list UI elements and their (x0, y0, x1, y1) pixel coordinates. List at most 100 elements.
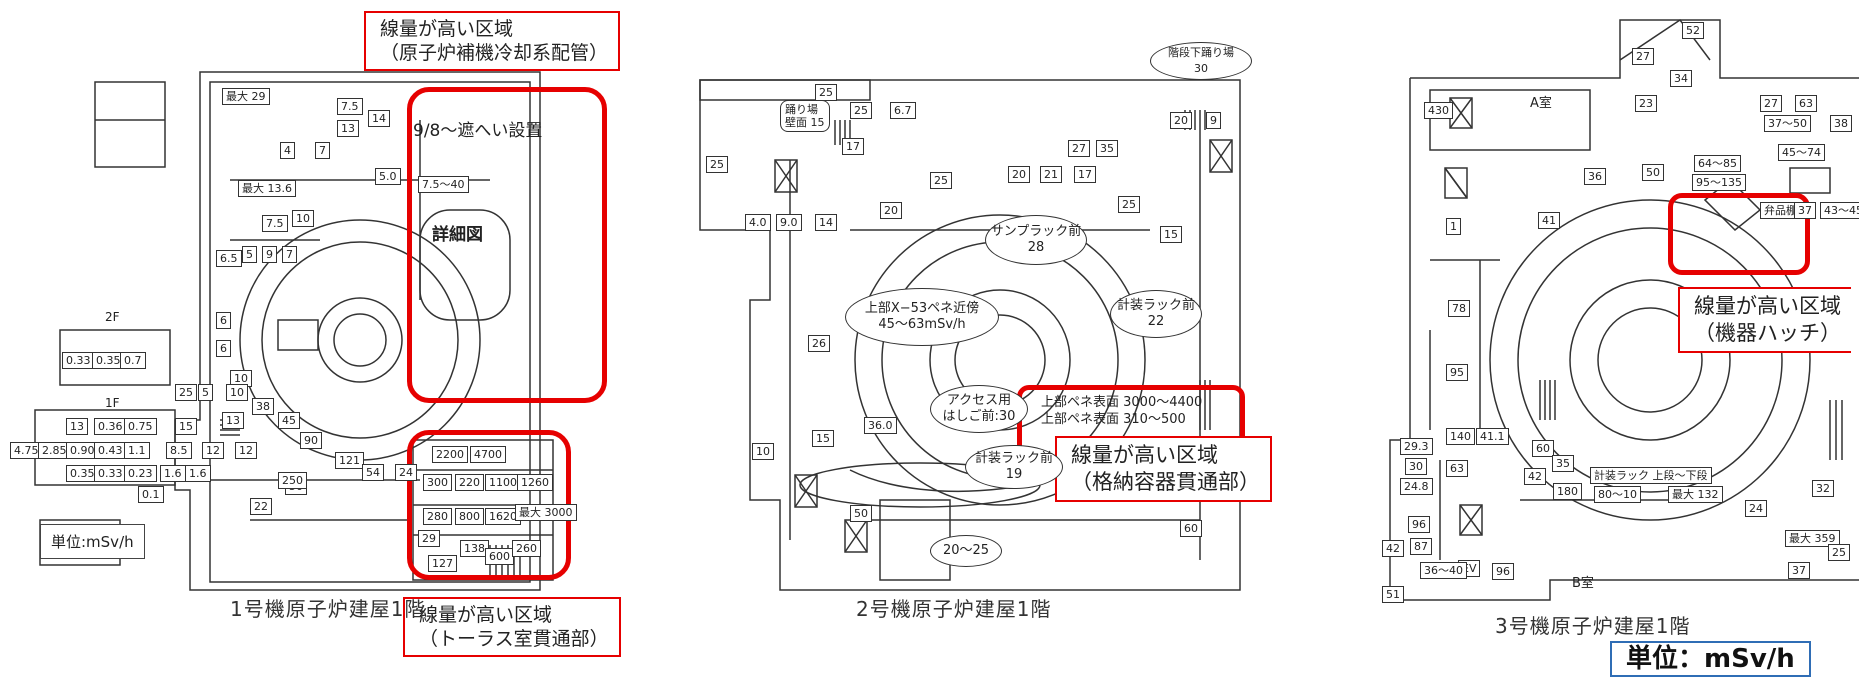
u1-dose-value: 7.5 (337, 98, 363, 115)
u1-dose-value: 5 (242, 246, 257, 263)
u3-instr-rack: 計装ラック 上段～下段 (1590, 467, 1712, 484)
u1-dose-value: 6 (216, 312, 231, 329)
u3-dose-value: 41 (1538, 212, 1560, 229)
u1-1f-cell: 0.23 (124, 465, 157, 482)
u1-torus-value: 600 (485, 548, 514, 565)
u1-1f-cell: 0.75 (124, 418, 157, 435)
u1-1f-cell: 4.75 (10, 442, 43, 459)
u2-penetration-surface: 上部ペネ表面 3000～4400 上部ペネ表面 310～500 (1035, 391, 1208, 431)
value: 22 (1147, 314, 1165, 329)
u1-1f-cell: 0.90 (66, 442, 99, 459)
u1-dose-value: 38 (252, 398, 274, 415)
u1-dose-value: 1.6 (160, 465, 186, 482)
u1-dose-value: 14 (368, 110, 390, 127)
u1-dose-value: 7.5～40 (418, 176, 469, 193)
u3-dose-value: 60 (1532, 440, 1554, 457)
u1-torus-value: 4700 (470, 446, 506, 463)
label: 計装ラック前 (1116, 298, 1195, 313)
u2-instr-rack-2: 計装ラック前 19 (965, 445, 1063, 489)
u3-dose-value: 24.8 (1400, 478, 1433, 495)
u1-detail-label: 詳細図 (432, 225, 483, 245)
u1-dose-value: 6 (216, 340, 231, 357)
u3-dose-value: 41.1 (1476, 428, 1509, 445)
u1-dose-value: 90 (300, 432, 322, 449)
u2-dose-value: 14 (815, 214, 837, 231)
callout-u1-piping: 線量が高い区域 （原子炉補機冷却系配管） (364, 11, 621, 71)
u2-caption: 2号機原子炉建屋1階 (856, 597, 1052, 621)
u3-dose-value: 37～50 (1764, 115, 1811, 132)
u3-dose-value: 430 (1424, 102, 1453, 119)
u3-dose-value: 95 (1446, 364, 1468, 381)
u1-floor-2f: 2F (105, 310, 120, 324)
value: 19 (1005, 467, 1023, 482)
u2-dose-value: 15 (1160, 226, 1182, 243)
callout-line2: （格納容器貫通部） (1071, 470, 1260, 494)
value: はしご前:30 (942, 409, 1016, 424)
callout-line2: （機器ハッチ） (1694, 321, 1841, 345)
u1-torus-value: 220 (455, 474, 484, 491)
u2-dose-value: 6.7 (890, 102, 916, 119)
u3-dose-value: 43～45 (1820, 202, 1859, 219)
u2-dose-value: 36.0 (864, 417, 897, 434)
u2-dose-value: 25 (815, 84, 837, 101)
u3-dose-value: 27 (1632, 48, 1654, 65)
callout-line1: 線量が高い区域 (419, 604, 553, 626)
u1-dose-value: 4 (280, 142, 295, 159)
u1-1f-cell: 0.36 (94, 418, 127, 435)
u3-dose-value: 23 (1635, 95, 1657, 112)
u2-dose-value: 21 (1040, 166, 1062, 183)
callout-line1: 線量が高い区域 (1071, 443, 1218, 467)
u2-dose-value: 9 (1206, 112, 1221, 129)
u3-dose-value: 87 (1410, 538, 1432, 555)
u1-dose-value: 最大 13.6 (238, 180, 296, 197)
u3-dose-value: 63 (1446, 460, 1468, 477)
u3-dose-value: 35 (1552, 455, 1574, 472)
u1-dose-value: 24 (395, 464, 417, 481)
u1-dose-value: 15 (175, 418, 197, 435)
u1-dose-value: 250 (278, 472, 307, 489)
u1-torus-value: 260 (512, 540, 541, 557)
u3-dose-value: 25 (1828, 544, 1850, 561)
u1-dose-value: 29 (418, 530, 440, 547)
u1-dose-value: 最大 29 (222, 88, 270, 105)
u1-dose-value: 8.5 (166, 442, 192, 459)
u2-sump-rack: サンプラック前 28 (985, 215, 1087, 265)
u2-dose-value: 25 (850, 102, 872, 119)
u1-dose-value: 22 (250, 498, 272, 515)
u1-dose-value: 13 (337, 120, 359, 137)
value: 30 (1194, 62, 1208, 75)
u1-dose-value: 9 (262, 246, 277, 263)
u3-dose-value: 42 (1382, 540, 1404, 557)
u2-dose-value: 17 (1074, 166, 1096, 183)
line2: 壁面 15 (785, 116, 825, 129)
callout-u3-hatch: 線量が高い区域 （機器ハッチ） (1678, 287, 1851, 353)
u1-1f-cell: 13 (66, 418, 88, 435)
u2-dose-value: 25 (930, 172, 952, 189)
u2-dose-value: 27 (1068, 140, 1090, 157)
value: 45～63mSv/h (878, 317, 966, 332)
value: 20～25 (942, 543, 990, 558)
u1-torus-value: 300 (423, 474, 452, 491)
u1-floor-1f: 1F (105, 396, 120, 410)
u2-upper-penetration: 上部X−53ペネ近傍 45～63mSv/h (845, 288, 999, 346)
u2-dose-value: 60 (1180, 520, 1202, 537)
line1: 踊り場 (785, 103, 818, 116)
u3-dose-value: 36～40 (1420, 562, 1467, 579)
u1-dose-value: 12 (202, 442, 224, 459)
u3-dose-value: 140 (1446, 428, 1475, 445)
u2-instr-rack-1: 計装ラック前 22 (1110, 290, 1202, 338)
u1-1f-cell: 0.1 (138, 486, 164, 503)
u2-corridor: 20～25 (930, 535, 1002, 567)
u2-dose-value: 15 (812, 430, 834, 447)
label: アクセス用 (946, 393, 1012, 408)
u1-dose-value: 10 (292, 210, 314, 227)
line2: 上部ペネ表面 310～500 (1041, 412, 1186, 427)
u1-caption: 1号機原子炉建屋1階 (230, 597, 426, 621)
u1-dose-value: 1.6 (185, 465, 211, 482)
u1-dose-value: 7 (282, 246, 297, 263)
u1-torus-value: 138 (460, 540, 489, 557)
u3-dose-value: 37 (1788, 562, 1810, 579)
u2-dose-value: 50 (850, 505, 872, 522)
u3-dose-value: 36 (1584, 168, 1606, 185)
label: 計装ラック前 (974, 451, 1053, 466)
